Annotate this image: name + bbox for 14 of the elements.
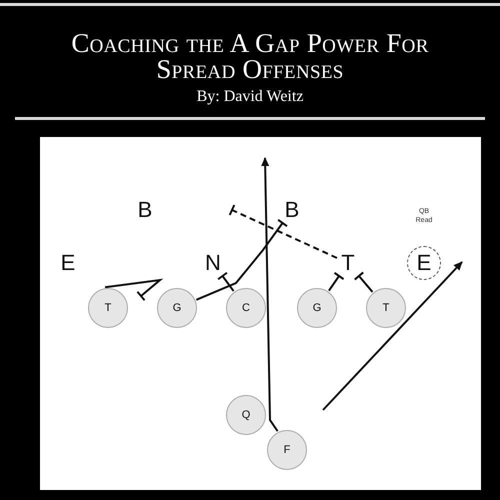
defender-letter: N (202, 250, 224, 276)
defender-letter: B (281, 197, 303, 223)
defender-letter: E (57, 250, 79, 276)
block-line (217, 272, 234, 292)
defender-letter: B (134, 197, 156, 223)
block-line (104, 278, 164, 302)
block-line (328, 272, 345, 292)
defender-letter: T (337, 250, 359, 276)
block-line (196, 218, 288, 301)
block-line (228, 204, 338, 259)
book-title: Coaching the A Gap Power For Spread Offenses (70, 30, 430, 82)
run-arrow (261, 157, 278, 432)
author-byline: By: David Weitz (196, 88, 304, 106)
block-line (354, 271, 374, 293)
